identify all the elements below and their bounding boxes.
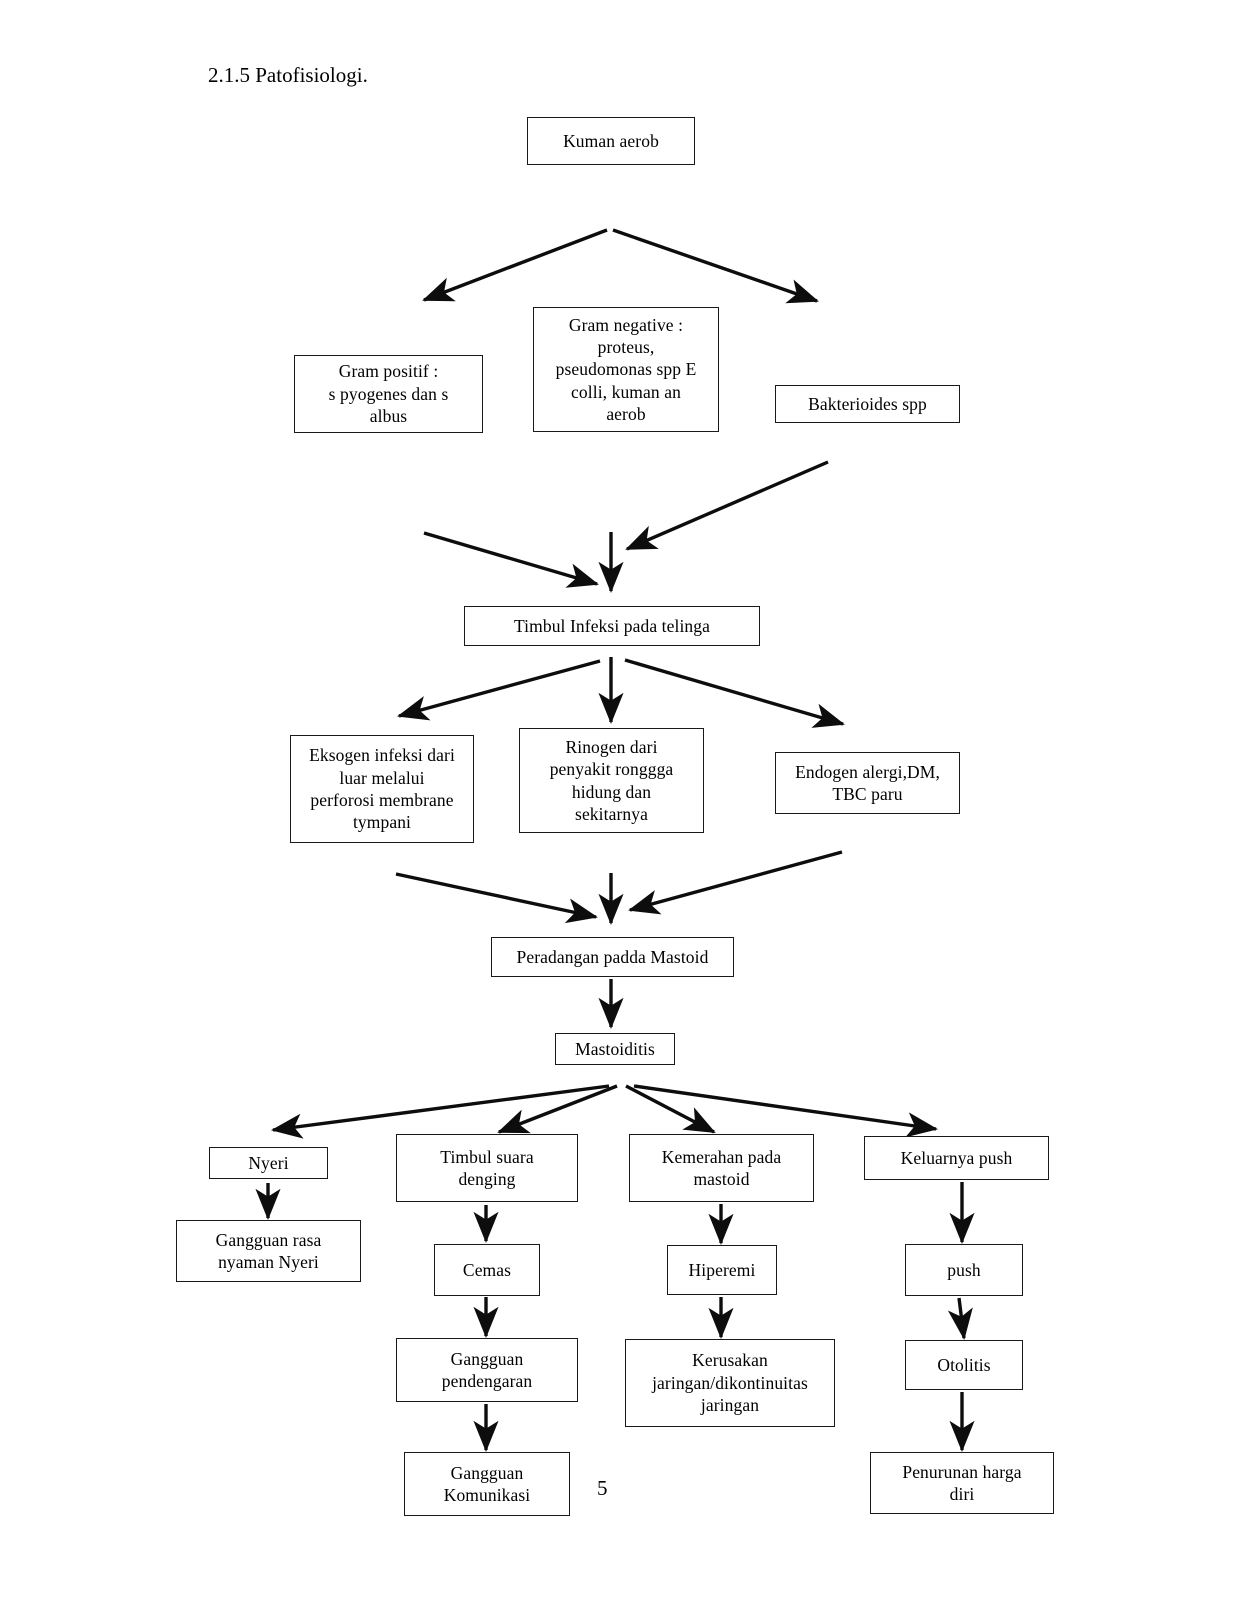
node-label: Nyeri (248, 1152, 289, 1173)
edge-mastoiditis-to-push (633, 1084, 939, 1138)
node-label: Mastoiditis (575, 1038, 655, 1059)
node-label: Cemas (462, 1259, 512, 1280)
node-push[interactable]: push (905, 1244, 1023, 1296)
node-peradangan-mastoid[interactable]: Peradangan padda Mastoid (491, 937, 734, 977)
edge-push-to-otolitis (947, 1297, 973, 1341)
node-hiperemi[interactable]: Hiperemi (667, 1245, 777, 1295)
node-label: Bakterioides spp (808, 393, 927, 414)
node-cemas[interactable]: Cemas (434, 1244, 540, 1296)
edge-mastoiditis-to-denging (497, 1084, 618, 1134)
node-label: Endogen alergi,DM,TBC paru (795, 761, 940, 804)
edge-mastoiditis-to-nyeri (270, 1084, 610, 1139)
node-keluarnya-push[interactable]: Keluarnya push (864, 1136, 1049, 1180)
edge-eksogen-to-peradangan (395, 872, 598, 924)
node-gram-negative[interactable]: Gram negative :proteus,pseudomonas spp E… (533, 307, 719, 432)
node-bakterioides-spp[interactable]: Bakterioides spp (775, 385, 960, 423)
node-endogen-alergi[interactable]: Endogen alergi,DM,TBC paru (775, 752, 960, 814)
page-number: 5 (597, 1476, 608, 1500)
node-otolitis[interactable]: Otolitis (905, 1340, 1023, 1390)
node-label: Timbul Infeksi pada telinga (514, 615, 710, 636)
node-kuman-aerob[interactable]: Kuman aerob (527, 117, 695, 165)
node-label: Peradangan padda Mastoid (516, 946, 709, 967)
edge-infeksi-to-endogen (624, 658, 845, 728)
page-title: 2.1.5 Patofisiologi. (208, 63, 368, 87)
node-label: Hiperemi (688, 1259, 756, 1280)
node-label: push (947, 1259, 981, 1280)
node-label: Kuman aerob (563, 130, 659, 151)
edge-bakterioides-to-infeksi (625, 460, 829, 551)
edge-grampositif-to-infeksi (423, 531, 599, 588)
edge-mastoiditis-to-kemerahan (625, 1084, 716, 1134)
edge-kuman-to-grampositif (422, 228, 608, 302)
node-mastoiditis[interactable]: Mastoiditis (555, 1033, 675, 1065)
node-nyeri[interactable]: Nyeri (209, 1147, 328, 1179)
edge-kuman-to-bakterioides (612, 228, 819, 304)
node-timbul-infeksi[interactable]: Timbul Infeksi pada telinga (464, 606, 760, 646)
edge-infeksi-to-eksogen (397, 659, 601, 721)
node-label: Keluarnya push (900, 1147, 1013, 1168)
node-label: Gram negative :proteus,pseudomonas spp E… (555, 314, 697, 425)
edge-endogen-to-peradangan (628, 850, 843, 915)
node-label: Otolitis (937, 1354, 991, 1375)
